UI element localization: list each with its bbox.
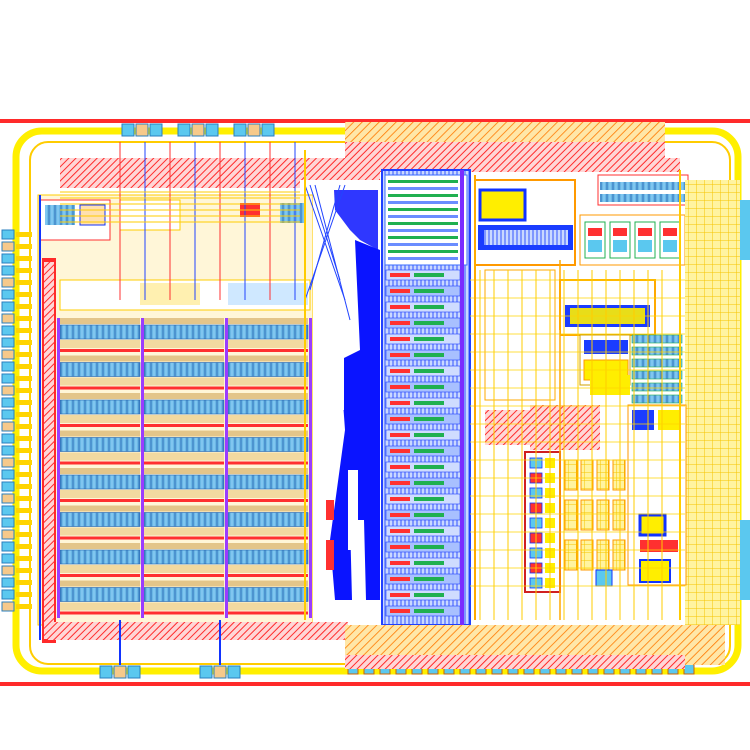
bond-pad (1, 457, 15, 468)
top-hatch-band (60, 122, 680, 188)
bond-pad (1, 229, 15, 240)
routing-channel (304, 184, 383, 625)
bond-pad (1, 385, 15, 396)
bond-pad (1, 337, 15, 348)
bond-pad (683, 663, 695, 675)
logic-column (381, 169, 471, 626)
bond-pad (1, 301, 15, 312)
bond-pad (127, 665, 141, 679)
bond-pad (1, 553, 15, 564)
bond-pad (191, 123, 205, 137)
bond-pad (113, 665, 127, 679)
bond-pad (1, 253, 15, 264)
bond-pad (1, 517, 15, 528)
bond-pad (1, 265, 15, 276)
bond-pad (135, 123, 149, 137)
bond-pad (1, 409, 15, 420)
bond-pad (205, 123, 219, 137)
routing-wires (39, 142, 685, 665)
bond-pad (1, 481, 15, 492)
bond-pad (213, 665, 227, 679)
bond-pad (1, 505, 15, 516)
bond-pad (1, 469, 15, 480)
memory-array (37, 194, 314, 643)
bond-pad (247, 123, 261, 137)
bond-pad (227, 665, 241, 679)
bond-pad (121, 123, 135, 137)
bond-pad (233, 123, 247, 137)
bottom-hatch-band (48, 622, 725, 669)
bond-pad (1, 361, 15, 372)
bond-pad (1, 241, 15, 252)
bond-pad (1, 577, 15, 588)
bond-pad (199, 665, 213, 679)
bond-pad (1, 349, 15, 360)
bond-pad (1, 601, 15, 612)
bond-pad (1, 313, 15, 324)
bond-pad (1, 421, 15, 432)
right-io-area (579, 174, 750, 625)
bond-pad (1, 589, 15, 600)
bond-pad (261, 123, 275, 137)
bond-pad (149, 123, 163, 137)
bond-pad (1, 289, 15, 300)
bond-pad (1, 433, 15, 444)
bond-pad (177, 123, 191, 137)
bond-pad (99, 665, 113, 679)
bond-pad (1, 493, 15, 504)
bond-pad (1, 541, 15, 552)
bond-pad (1, 529, 15, 540)
bond-pad (1, 565, 15, 576)
bond-pad (1, 325, 15, 336)
bond-pad (1, 277, 15, 288)
bond-pad (1, 445, 15, 456)
bond-pad (1, 397, 15, 408)
bond-pad (1, 373, 15, 384)
left-pad-ring (1, 229, 32, 612)
